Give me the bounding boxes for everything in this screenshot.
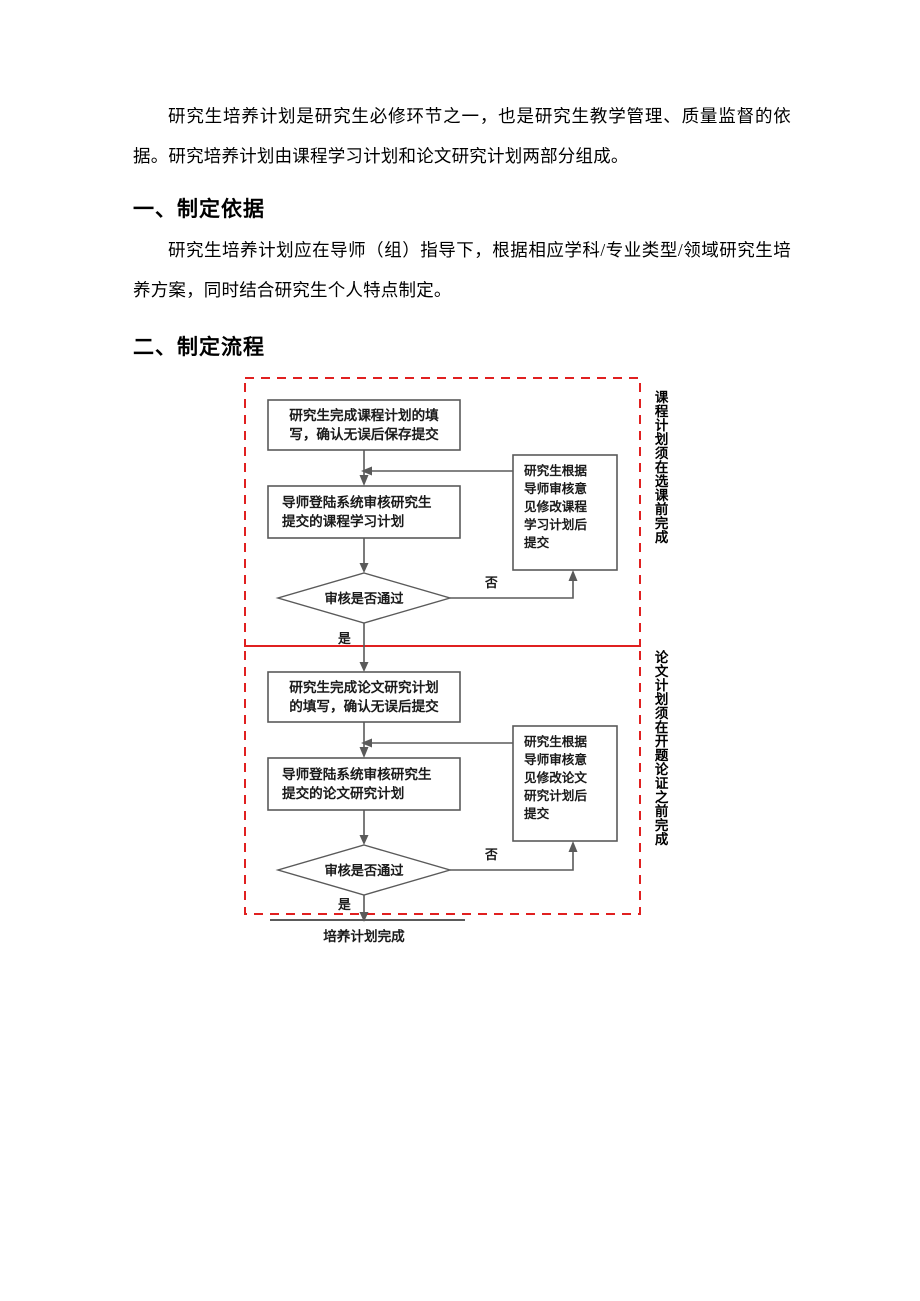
node-course-fill-line2: 写，确认无误后保存提交 [289, 426, 439, 442]
node-course-revise [512, 454, 618, 571]
document-content: 研究生培养计划是研究生必修环节之一，也是研究生教学管理、质量监督的依据。研究培养… [133, 96, 791, 368]
node-thesis-review-line1: 导师登陆系统审核研究生 [282, 766, 432, 782]
section-body-1: 研究生培养计划应在导师（组）指导下，根据相应学科/专业类型/领域研究生培养方案，… [133, 240, 791, 300]
arrowhead-thesis-yes [359, 912, 369, 922]
decision-course-label: 审核是否通过 [324, 590, 404, 606]
intro-paragraph: 研究生培养计划是研究生必修环节之一，也是研究生教学管理、质量监督的依据。研究培养… [133, 106, 791, 166]
arrowhead-course-yes [359, 662, 369, 672]
arrowhead-thesis-revise-to-flow [361, 738, 372, 748]
node-course-review-line2: 提交的课程学习计划 [282, 513, 404, 529]
decision-thesis-label: 审核是否通过 [324, 862, 404, 878]
edge-label-course-no: 否 [484, 575, 498, 590]
node-thesis-fill-line2: 的填写，确认无误后提交 [289, 698, 439, 714]
thesis-section-vertical-label: 论文计划须在开题论证之前完成 [652, 650, 668, 846]
section-heading-2: 二、制定流程 [133, 335, 265, 359]
node-course-review-line1: 导师登陆系统审核研究生 [282, 494, 432, 510]
node-thesis-revise-line3: 见修改论文 [524, 770, 587, 785]
node-course-fill [267, 399, 461, 451]
node-course-review [267, 485, 461, 539]
end-label: 培养计划完成 [323, 928, 405, 944]
edge-label-course-yes: 是 [337, 631, 351, 646]
flowchart-canvas: 研究生完成课程计划的填 写，确认无误后保存提交 导师登陆系统审核研究生 提交的课… [244, 377, 641, 944]
section-heading-1: 一、制定依据 [133, 197, 265, 221]
node-thesis-review [267, 757, 461, 811]
node-course-revise-line4: 学习计划后 [524, 517, 587, 532]
course-section-boundary [244, 377, 641, 647]
node-thesis-revise-line1: 研究生根据 [524, 734, 587, 749]
edge-label-thesis-yes: 是 [337, 897, 351, 912]
node-thesis-revise [512, 725, 618, 842]
node-thesis-revise-line4: 研究计划后 [524, 788, 587, 803]
node-course-revise-line5: 提交 [524, 535, 550, 550]
edge-course-no [450, 581, 574, 599]
node-thesis-fill-line1: 研究生完成论文研究计划 [289, 679, 439, 695]
node-thesis-review-line2: 提交的论文研究计划 [282, 785, 404, 801]
thesis-section-boundary [244, 645, 641, 915]
node-course-revise-line1: 研究生根据 [524, 463, 587, 478]
process-flowchart: 研究生完成课程计划的填 写，确认无误后保存提交 导师登陆系统审核研究生 提交的课… [0, 368, 920, 948]
edge-label-thesis-no: 否 [484, 847, 498, 862]
node-thesis-fill [267, 671, 461, 723]
arrowhead-thesis-review-to-decision [359, 835, 369, 845]
node-course-revise-line2: 导师审核意 [524, 481, 587, 496]
node-thesis-revise-line2: 导师审核意 [524, 752, 587, 767]
node-thesis-revise-line5: 提交 [524, 806, 550, 821]
arrowhead-course-review-to-decision [359, 563, 369, 573]
node-course-fill-line1: 研究生完成课程计划的填 [289, 407, 439, 423]
arrowhead-course-no [568, 570, 578, 581]
arrowhead-course-revise-to-flow [361, 466, 372, 476]
arrowhead-thesis-no [568, 841, 578, 852]
course-section-vertical-label: 课程计划须在选课前完成 [652, 390, 668, 544]
arrowhead-thesis-fill-to-review [359, 747, 369, 758]
edge-thesis-no [450, 852, 574, 871]
node-course-revise-line3: 见修改课程 [524, 499, 587, 514]
arrowhead-course-fill-to-review [359, 475, 369, 486]
